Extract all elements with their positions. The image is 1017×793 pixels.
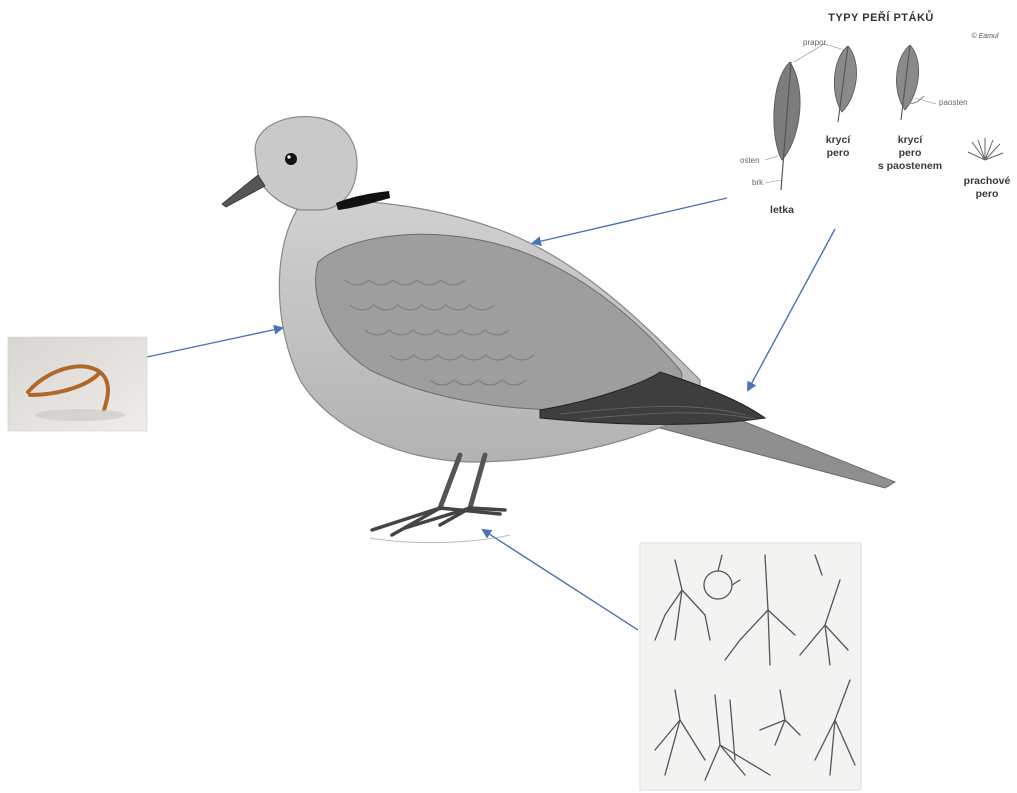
- arrow-feet-sketches-to-foot: [483, 530, 638, 630]
- arrow-wishbone-to-breast: [147, 328, 282, 357]
- label-brk: brk: [752, 178, 764, 187]
- label-kryci-pero-line2: pero: [827, 147, 850, 159]
- label-kryci-paosten-line1: krycí: [898, 134, 924, 146]
- arrow-feathers-to-wing: [533, 198, 727, 243]
- eye-highlight: [287, 155, 290, 158]
- label-kryci-paosten-line3: s paostenem: [878, 160, 942, 172]
- bird-head: [255, 117, 357, 210]
- eye: [285, 153, 297, 165]
- legs: [440, 455, 485, 508]
- arrow-feathers-to-primaries: [748, 229, 835, 390]
- label-letka: letka: [770, 204, 794, 216]
- feather-types-panel: TYPY PEŘÍ PTÁKŮ © Eamul: [740, 10, 1011, 216]
- label-osten: osten: [740, 156, 760, 165]
- label-paosten: paosten: [939, 98, 967, 107]
- beak: [222, 175, 265, 207]
- covert-feather-with-afterfeather-icon: [896, 45, 924, 120]
- down-feather-icon: [968, 138, 1003, 160]
- feather-panel-copyright: © Eamul: [972, 32, 999, 40]
- label-kryci-paosten-line2: pero: [899, 147, 922, 159]
- label-kryci-pero-line1: krycí: [826, 134, 852, 146]
- flight-feather-icon: [774, 62, 800, 190]
- label-prachove-line1: prachové: [964, 175, 1011, 187]
- feather-panel-title: TYPY PEŘÍ PTÁKŮ: [828, 10, 934, 24]
- wishbone-photo: [8, 337, 147, 431]
- label-prapor: prapor: [803, 38, 826, 47]
- label-prachove-line2: pero: [976, 188, 999, 200]
- bird-illustration: [222, 117, 895, 543]
- covert-feather-icon: [834, 46, 856, 122]
- bird-feet-sketches: [640, 543, 861, 790]
